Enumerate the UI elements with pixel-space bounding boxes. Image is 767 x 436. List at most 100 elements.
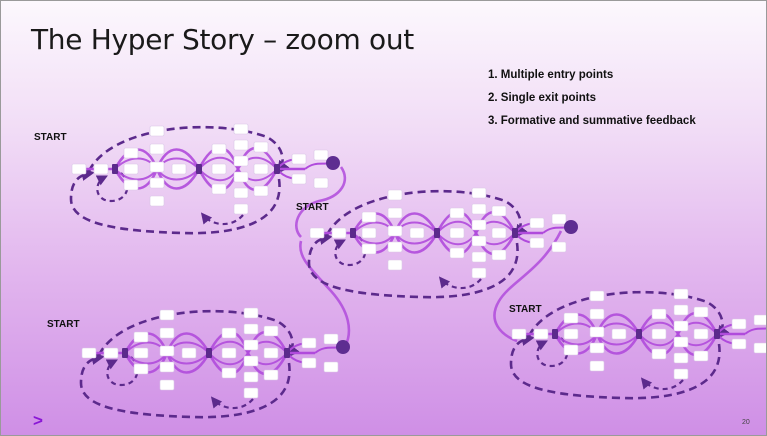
story-node (361, 211, 377, 223)
story-node (387, 259, 403, 271)
story-node (449, 247, 465, 259)
story-node (651, 308, 667, 320)
junction-marker (284, 348, 290, 358)
story-node (563, 344, 579, 356)
story-node (233, 187, 249, 199)
start-label-4: START (509, 304, 542, 315)
junction-marker (196, 164, 202, 174)
story-node (551, 213, 567, 225)
story-cluster-1 (69, 123, 340, 235)
story-node (449, 227, 465, 239)
feedback-loop-bottom (79, 352, 291, 419)
feedback-loop-inner (535, 337, 569, 368)
feedback-loop-lower (210, 396, 254, 410)
key-point-multiple-entry: 1. Multiple entry points (488, 69, 614, 81)
feedback-loop-lower (438, 276, 482, 290)
story-node (651, 348, 667, 360)
story-node (123, 179, 139, 191)
junction-marker (206, 348, 212, 358)
story-node (233, 123, 249, 135)
story-node (331, 227, 347, 239)
story-node (123, 163, 139, 175)
feedback-loop-inner (95, 172, 129, 203)
story-node (387, 225, 403, 237)
key-points-list: 1. Multiple entry points 2. Single exit … (488, 69, 696, 138)
story-node (243, 339, 259, 351)
story-path (638, 321, 718, 347)
story-node (181, 347, 197, 359)
key-point-feedback: 3. Formative and summative feedback (488, 115, 696, 127)
story-node (731, 318, 747, 330)
story-node (551, 241, 567, 253)
story-node (263, 369, 279, 381)
story-path (436, 220, 516, 246)
story-node (243, 323, 259, 335)
story-node (123, 147, 139, 159)
cluster-connector (295, 166, 347, 238)
junction-marker (552, 329, 558, 339)
story-path (542, 226, 568, 234)
slide-title: The Hyper Story – zoom out (31, 23, 414, 56)
story-node (693, 328, 709, 340)
story-path (744, 327, 766, 335)
story-node (491, 205, 507, 217)
story-node (693, 350, 709, 362)
story-node (233, 203, 249, 215)
story-node (471, 235, 487, 247)
feedback-loop-bottom (307, 232, 519, 299)
exit-dot-icon (564, 220, 578, 234)
story-node (693, 306, 709, 318)
story-node (221, 347, 237, 359)
story-node (471, 203, 487, 215)
story-node (159, 309, 175, 321)
story-node (133, 331, 149, 343)
story-node (673, 288, 689, 300)
story-node (221, 367, 237, 379)
story-node (159, 327, 175, 339)
story-cluster-3 (79, 307, 350, 419)
story-node (471, 187, 487, 199)
feedback-loop-lower (640, 377, 684, 391)
story-path (314, 346, 340, 354)
story-cluster-4 (509, 288, 766, 400)
story-node (471, 219, 487, 231)
story-node (171, 163, 187, 175)
story-node (159, 379, 175, 391)
story-node (323, 361, 339, 373)
story-node (313, 149, 329, 161)
story-node (243, 307, 259, 319)
story-node (387, 207, 403, 219)
story-node (133, 363, 149, 375)
story-node (233, 155, 249, 167)
story-node (263, 325, 279, 337)
start-label-2: START (296, 202, 329, 213)
story-node (449, 207, 465, 219)
story-node (529, 237, 545, 249)
story-node (133, 347, 149, 359)
story-node (71, 163, 87, 175)
feedback-loop-inner (105, 356, 139, 387)
story-node (233, 171, 249, 183)
story-node (301, 357, 317, 369)
story-node (291, 153, 307, 165)
feedback-loop-bottom (69, 168, 281, 235)
exit-dot-icon (326, 156, 340, 170)
story-node (149, 195, 165, 207)
story-node (589, 342, 605, 354)
story-node (361, 227, 377, 239)
junction-marker (350, 228, 356, 238)
story-node (387, 241, 403, 253)
junction-marker (512, 228, 518, 238)
story-path (208, 340, 288, 366)
story-node (471, 251, 487, 263)
key-point-single-exit: 2. Single exit points (488, 92, 596, 104)
story-node (511, 328, 527, 340)
story-node (387, 189, 403, 201)
story-node (93, 163, 109, 175)
story-node (253, 141, 269, 153)
story-node (673, 352, 689, 364)
story-node (589, 326, 605, 338)
story-node (673, 320, 689, 332)
start-label-1: START (34, 132, 67, 143)
story-node (149, 143, 165, 155)
